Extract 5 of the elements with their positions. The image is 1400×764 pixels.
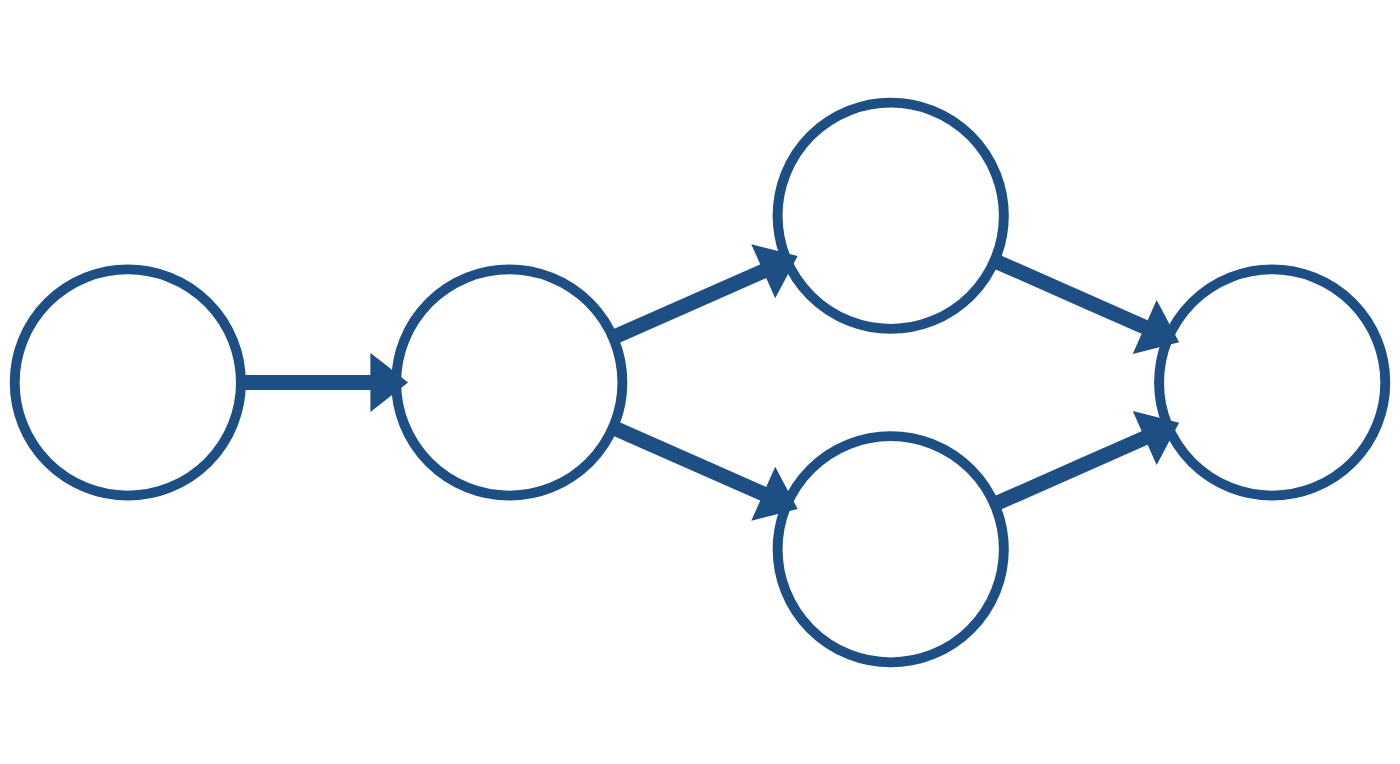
- node-circle: [9, 263, 246, 501]
- node-circle: [772, 430, 1009, 667]
- node-circle: [391, 263, 628, 501]
- node-circle: [1154, 263, 1391, 501]
- node-circle: [772, 97, 1009, 334]
